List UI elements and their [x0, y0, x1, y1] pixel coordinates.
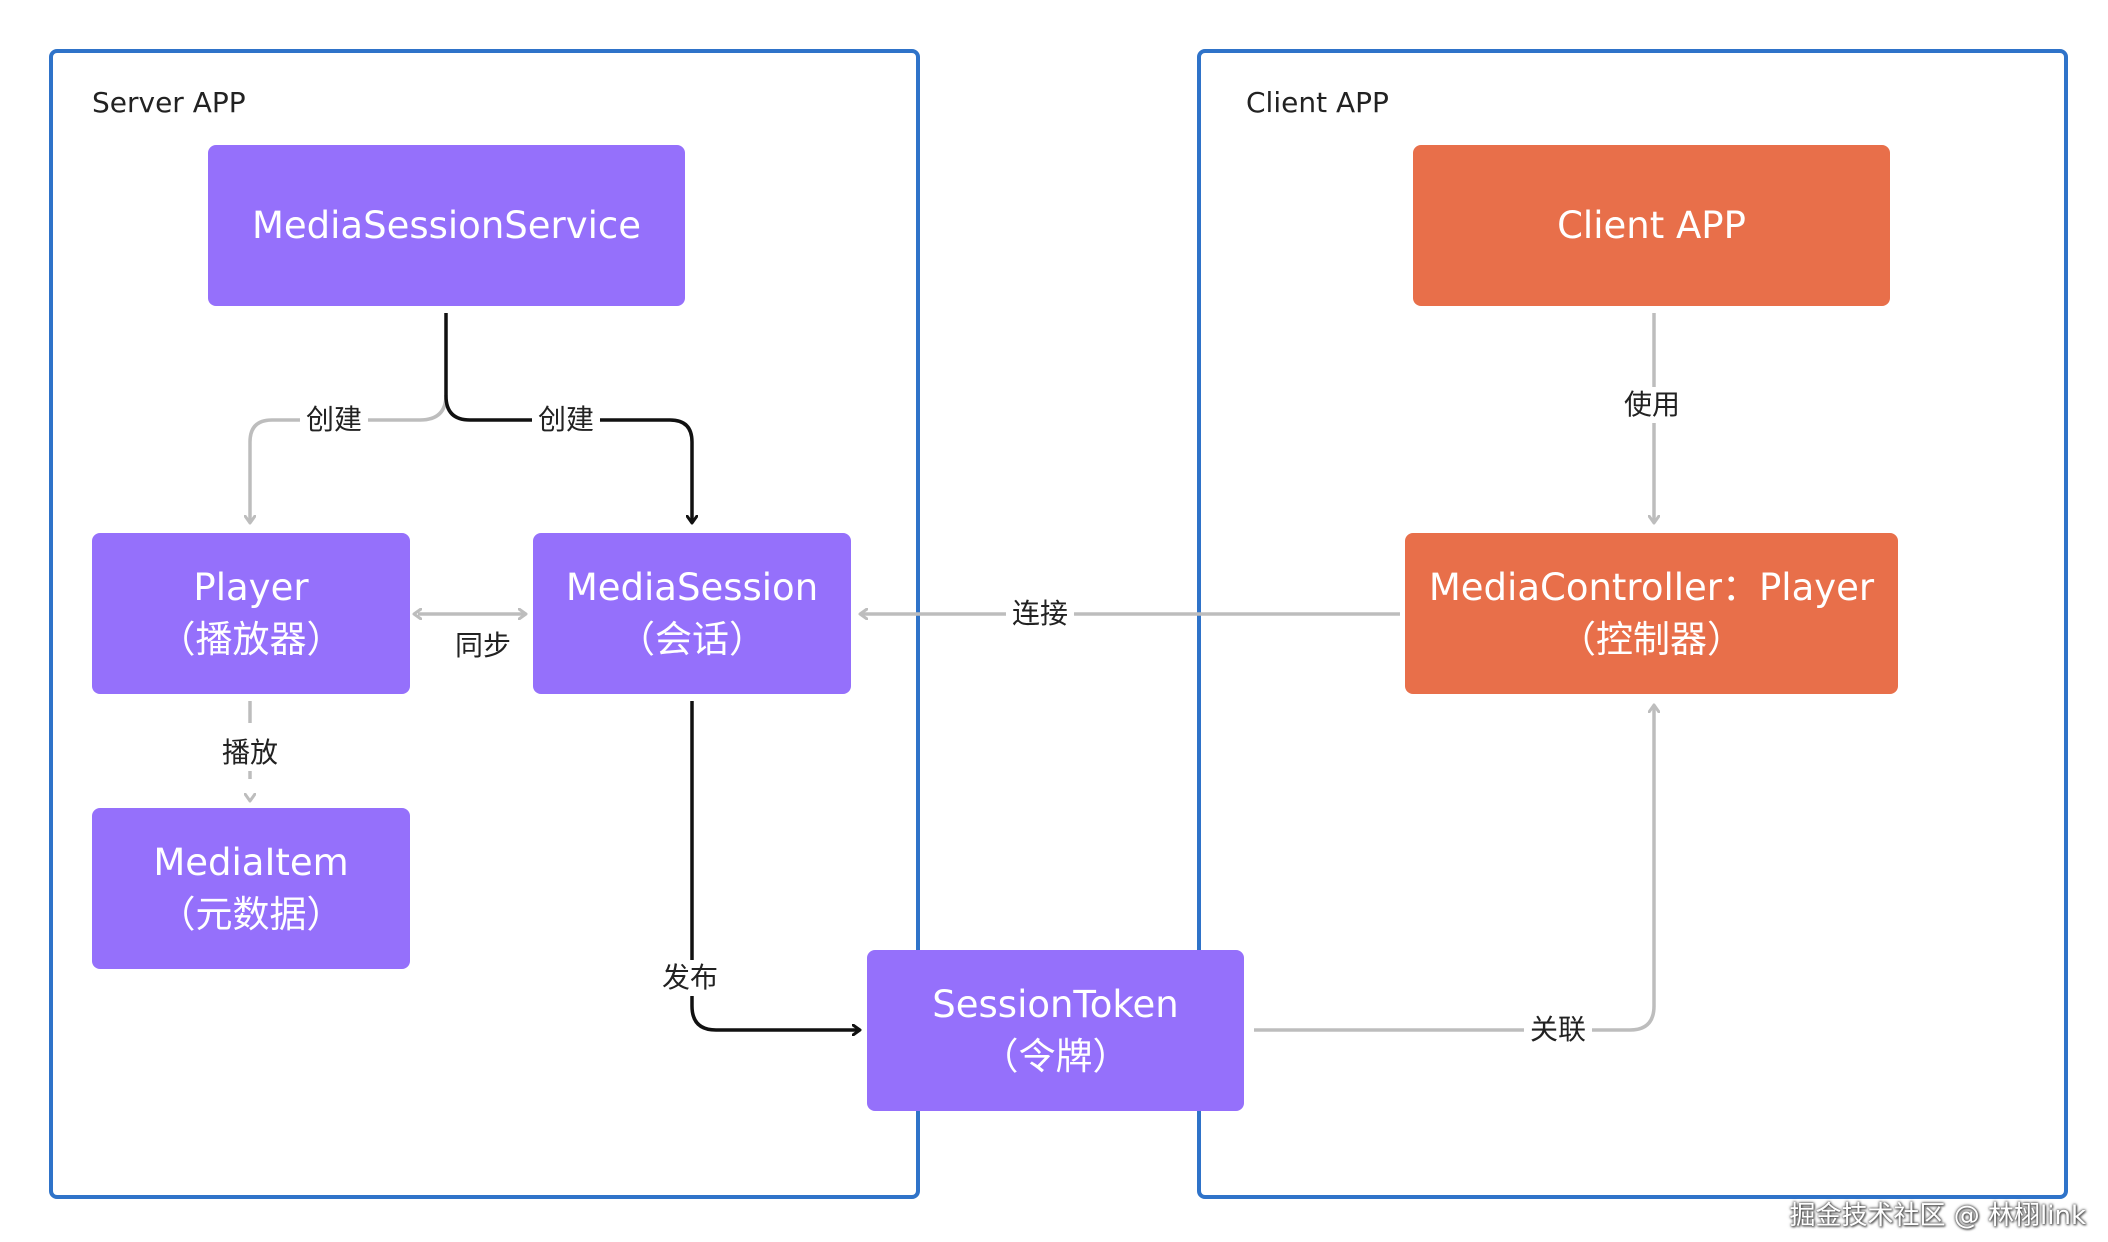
watermark: 掘金技术社区 @ 林栩link: [1789, 1201, 2086, 1231]
session-token-sublabel: （令牌）: [981, 1034, 1130, 1078]
edge-label-create-player: 创建: [299, 402, 369, 438]
edge-label-associate: 关联: [1523, 1012, 1593, 1048]
edge-publish: [690, 701, 860, 1030]
session-token-node: SessionToken （令牌）: [867, 950, 1244, 1111]
media-controller-node: MediaController：Player （控制器）: [1405, 533, 1898, 694]
server-app-title: Server APP: [92, 86, 246, 119]
edge-label-sync: 同步: [454, 629, 512, 662]
media-session-sublabel: （会话）: [618, 617, 766, 661]
server-app-container: [49, 49, 920, 1199]
edge-label-play: 播放: [215, 735, 285, 771]
client-app-label: Client APP: [1557, 203, 1746, 247]
edge-label-use: 使用: [1617, 387, 1687, 423]
player-label: Player: [193, 565, 309, 609]
player-sublabel: （播放器）: [158, 617, 344, 661]
media-session-service-label: MediaSessionService: [251, 203, 642, 247]
edge-label-connect: 连接: [1005, 596, 1075, 632]
edge-create-player: [250, 394, 448, 523]
edge-associate: [1254, 705, 1654, 1032]
media-item-label: MediaItem: [153, 840, 349, 884]
media-item-sublabel: （元数据）: [158, 892, 344, 936]
edge-label-publish: 发布: [655, 960, 725, 996]
session-token-label: SessionToken: [932, 982, 1179, 1026]
media-session-service-node: MediaSessionService: [208, 145, 685, 306]
media-session-label: MediaSession: [565, 565, 819, 609]
client-app-title: Client APP: [1246, 86, 1389, 119]
player-node: Player （播放器）: [92, 533, 410, 694]
media-controller-sublabel: （控制器）: [1559, 617, 1744, 661]
media-item-node: MediaItem （元数据）: [92, 808, 410, 969]
media-controller-label: MediaController：Player: [1428, 565, 1875, 609]
edge-label-create-session: 创建: [531, 402, 601, 438]
client-app-container: [1197, 49, 2068, 1199]
client-app-node: Client APP: [1413, 145, 1890, 306]
media-session-node: MediaSession （会话）: [533, 533, 851, 694]
